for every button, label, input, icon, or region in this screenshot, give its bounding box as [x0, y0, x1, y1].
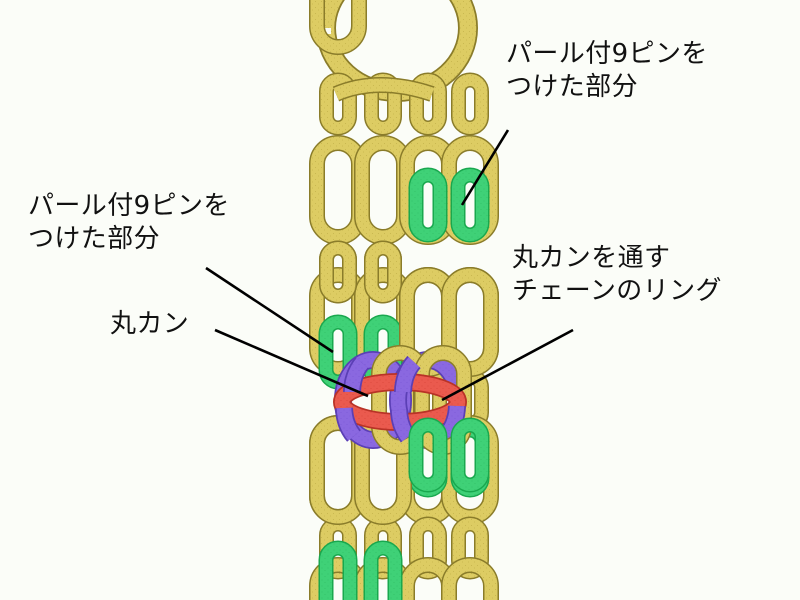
leader-chainring — [441, 328, 574, 402]
green-pin — [416, 175, 440, 235]
green-pin — [458, 175, 482, 235]
top-connector-row — [327, 80, 482, 128]
label-jump-ring: 丸カン — [110, 309, 190, 339]
leader-jumpring — [214, 328, 369, 398]
leader-pearl-right — [460, 129, 510, 206]
label-chain-ring: 丸カンを通す チェーンのリング — [512, 243, 722, 306]
label-pearl-pin-right: パール付9ピンを つけた部分 — [506, 39, 708, 102]
leader-pearl-left — [205, 266, 334, 354]
label-pearl-pin-left: パール付9ピンを つけた部分 — [28, 191, 230, 254]
leader-lines — [205, 129, 574, 402]
